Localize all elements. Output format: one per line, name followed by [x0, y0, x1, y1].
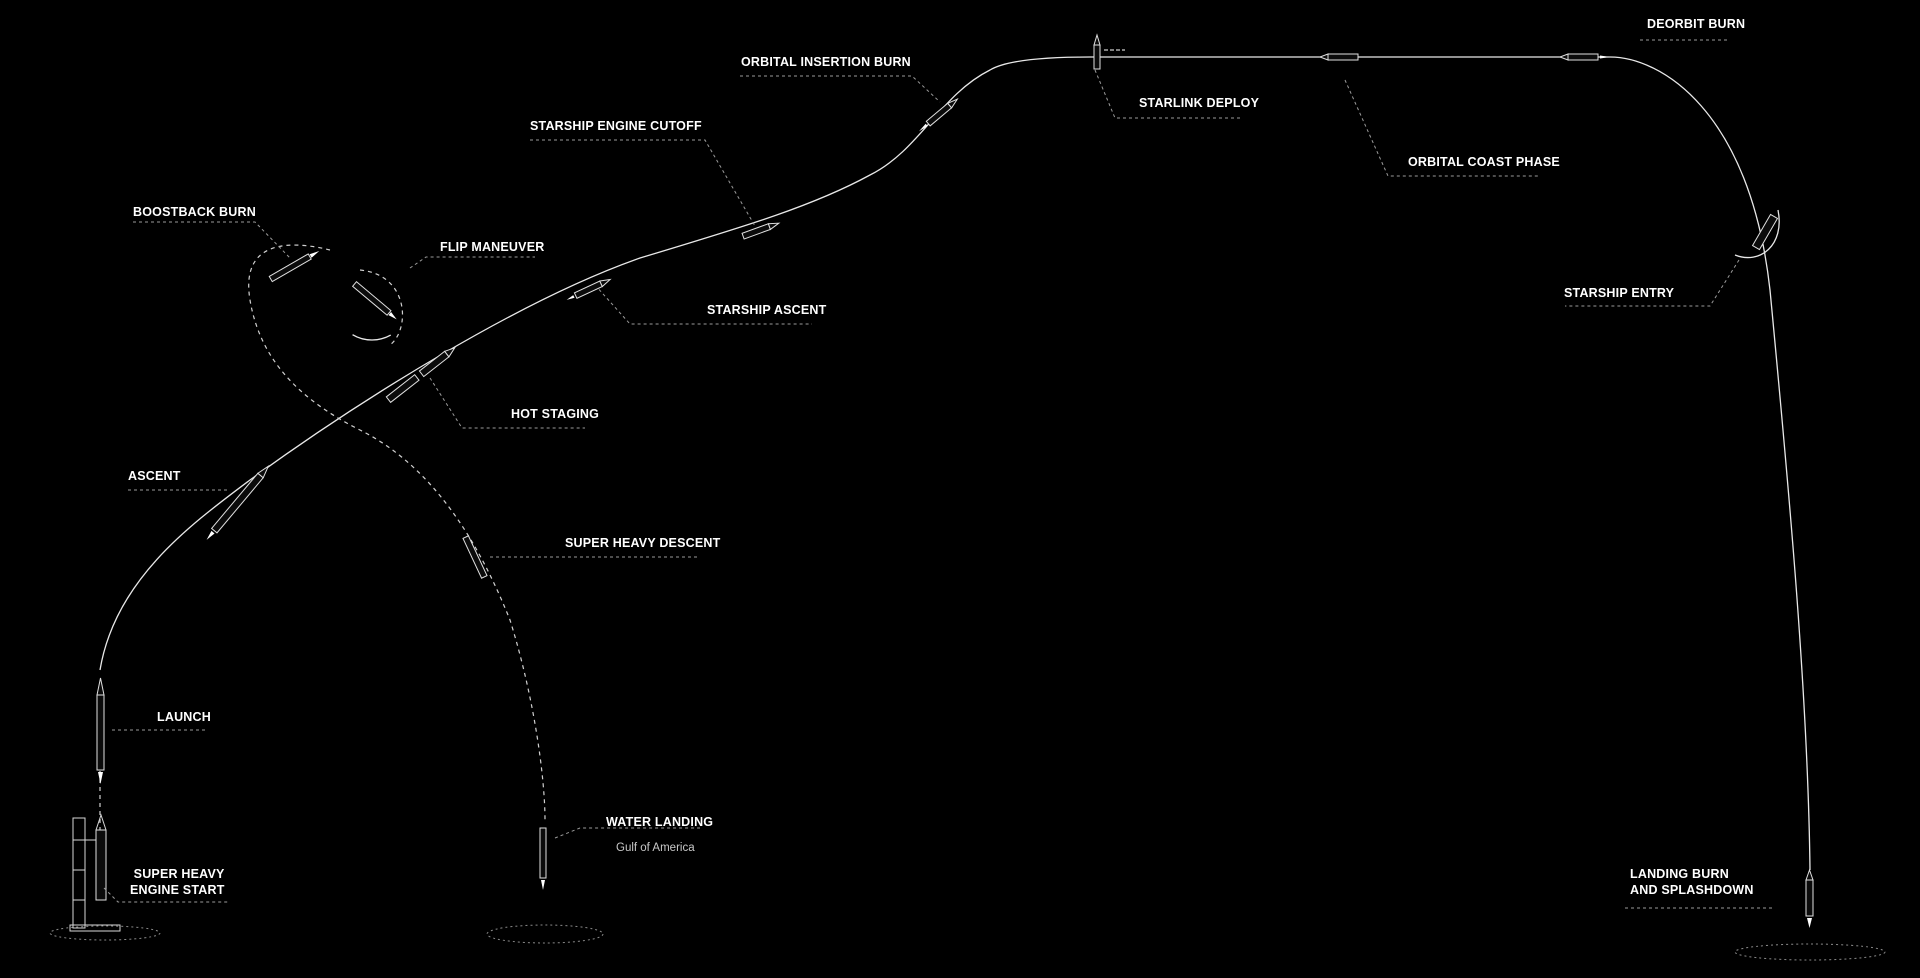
label-landing-line1: LANDING BURN: [1630, 867, 1729, 881]
label-orbital-coast-phase: ORBITAL COAST PHASE: [1408, 155, 1560, 169]
leader-lines: [103, 39, 1775, 909]
label-water-landing-location: Gulf of America: [616, 842, 695, 854]
flip-booster-icon: [351, 280, 397, 320]
deorbit-ship-icon: [1558, 53, 1610, 61]
starlink-deploy-icon: [1093, 33, 1125, 70]
hot-staging-vehicle-icon: [385, 346, 456, 404]
label-flip-maneuver: FLIP MANEUVER: [440, 240, 545, 254]
entry-ship-icon: [1751, 213, 1779, 251]
label-starship-ascent: STARSHIP ASCENT: [707, 303, 827, 317]
label-boostback-burn: BOOSTBACK BURN: [133, 205, 256, 219]
starship-cutoff-icon: [741, 222, 781, 240]
label-engine-start: SUPER HEAVY ENGINE START: [130, 866, 225, 898]
label-orbital-insertion-burn: ORBITAL INSERTION BURN: [741, 55, 911, 69]
splashdown-ship-icon: [1805, 868, 1814, 928]
water-landing-splash: [486, 924, 604, 944]
label-engine-start-line1: SUPER HEAVY: [133, 867, 225, 881]
ascent-trajectory: [99, 56, 1811, 871]
label-deorbit-burn: DEORBIT BURN: [1647, 17, 1746, 31]
launch-tower-icon: [69, 813, 121, 932]
label-hot-staging: HOT STAGING: [511, 407, 600, 421]
water-landing-booster-icon: [539, 827, 547, 890]
starship-ascent-icon: [566, 278, 612, 300]
label-landing-line2: AND SPLASHDOWN: [1630, 883, 1754, 897]
label-landing-splashdown: LANDING BURN AND SPLASHDOWN: [1630, 866, 1754, 898]
label-engine-start-line2: ENGINE START: [130, 883, 225, 897]
coast-ship-icon: [1318, 53, 1359, 61]
launch-site-ground: [49, 925, 161, 941]
label-starship-entry: STARSHIP ENTRY: [1564, 286, 1675, 300]
label-launch: LAUNCH: [157, 710, 211, 724]
label-ascent: ASCENT: [128, 469, 181, 483]
label-water-landing: WATER LANDING: [606, 815, 714, 829]
booster-return-trajectory: [248, 244, 546, 821]
launch-vehicle-icon: [96, 677, 105, 784]
label-super-heavy-descent: SUPER HEAVY DESCENT: [565, 536, 721, 550]
orbital-insertion-icon: [919, 98, 959, 132]
ascent-vehicle-icon: [206, 464, 270, 540]
label-starlink-deploy: STARLINK DEPLOY: [1139, 96, 1260, 110]
boostback-booster-icon: [268, 251, 320, 283]
descent-booster-icon: [462, 535, 488, 579]
ship-splashdown-splash: [1734, 943, 1886, 961]
label-starship-engine-cutoff: STARSHIP ENGINE CUTOFF: [530, 119, 702, 133]
